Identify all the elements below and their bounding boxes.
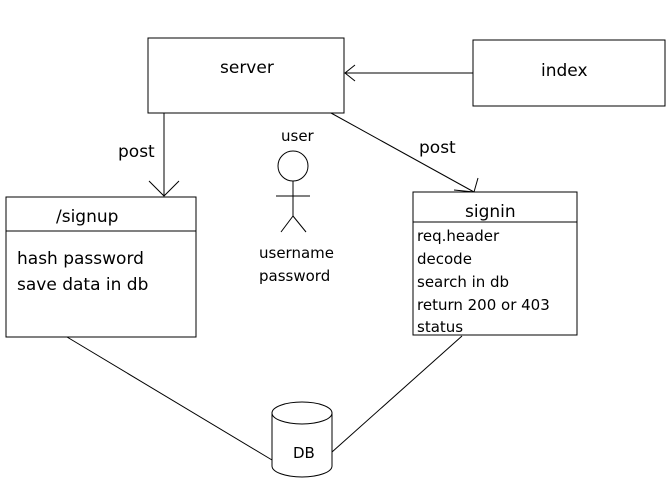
- signup-line: save data in db: [17, 275, 148, 295]
- signin-line: search in db: [417, 273, 509, 291]
- signin-node: signin req.header decode search in db re…: [412, 191, 578, 336]
- user-label: user: [281, 127, 315, 145]
- signin-line: return 200 or 403: [417, 296, 550, 314]
- server-label: server: [220, 58, 274, 78]
- index-label: index: [541, 61, 588, 81]
- signin-title: signin: [465, 202, 516, 222]
- signin-line: decode: [417, 250, 472, 268]
- user-actor: user username password: [259, 127, 334, 285]
- signin-line: req.header: [417, 227, 500, 245]
- server-node: server: [147, 37, 345, 114]
- user-field: username: [259, 244, 334, 262]
- edge-label-post-signin: post: [419, 138, 456, 158]
- edge-signin-to-db: [331, 335, 463, 453]
- database-icon: [271, 413, 333, 478]
- signin-line: status: [417, 318, 463, 336]
- arrowhead-server-left: [344, 64, 356, 82]
- edge-signup-to-db: [66, 336, 273, 461]
- stick-figure-icon: [276, 150, 310, 233]
- signup-title: /signup: [56, 207, 118, 227]
- db-node: DB: [271, 401, 333, 478]
- user-field: password: [259, 267, 330, 285]
- arrowhead-signin: [453, 177, 479, 193]
- edge-server-to-signin: [330, 112, 475, 193]
- db-label: DB: [293, 444, 315, 462]
- signup-line: hash password: [17, 249, 144, 269]
- signup-node: /signup hash password save data in db: [5, 196, 197, 338]
- arrowhead-signup: [148, 180, 180, 197]
- edge-label-post-signup: post: [118, 142, 155, 162]
- index-node: index: [472, 39, 666, 107]
